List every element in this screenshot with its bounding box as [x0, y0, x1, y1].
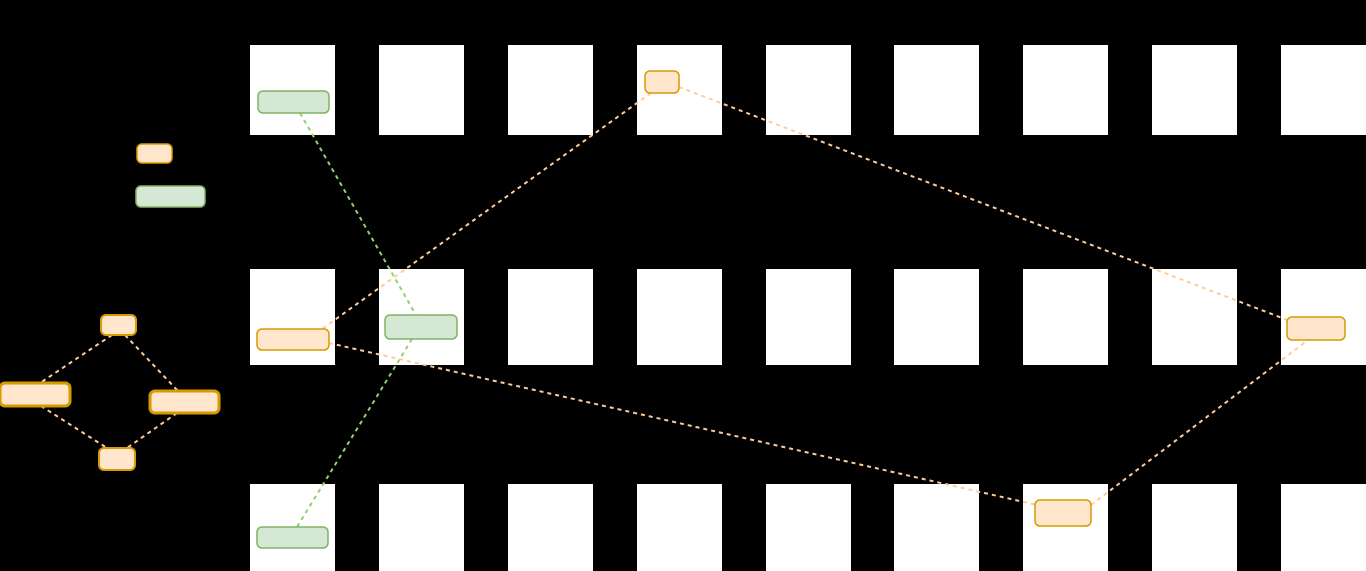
page-row1-col5 — [766, 45, 851, 135]
snippet-mid-green — [384, 314, 458, 340]
page-row3-col9 — [1281, 484, 1366, 571]
page-row2-col7 — [1023, 269, 1108, 365]
snippet-top-green — [257, 90, 330, 114]
link-green-top-to-mid — [299, 112, 417, 316]
link-orange-top-to-mid-left — [321, 92, 652, 330]
legend-green-swatch — [135, 185, 206, 208]
graph-node-top — [100, 314, 137, 336]
snippet-mid-left-orange — [256, 328, 330, 351]
graph-node-bottom — [98, 447, 136, 471]
page-row1-col3 — [508, 45, 593, 135]
link-orange-top-to-mid-right — [678, 86, 1291, 322]
page-row2-col5 — [766, 269, 851, 365]
page-row3-col2 — [379, 484, 464, 571]
graph-edge-top-right — [124, 334, 179, 392]
graph-edge-right-bottom — [126, 412, 178, 449]
page-row1-col8 — [1152, 45, 1237, 135]
page-row2-col6 — [894, 269, 979, 365]
page-row2-col3 — [508, 269, 593, 365]
page-row1-col1 — [250, 45, 335, 135]
page-row3-col5 — [766, 484, 851, 571]
snippet-mid-right-orange — [1286, 316, 1346, 341]
page-row1-col2 — [379, 45, 464, 135]
link-orange-mid-left-to-bottom — [328, 342, 1038, 506]
page-row3-col6 — [894, 484, 979, 571]
page-row3-col4 — [637, 484, 722, 571]
snippet-bottom-orange — [1034, 499, 1092, 527]
snippet-bottom-green — [256, 526, 329, 549]
graph-edge-top-left — [39, 334, 113, 384]
page-row3-col3 — [508, 484, 593, 571]
snippet-top-orange — [644, 70, 680, 94]
link-orange-bottom-to-mid-right — [1090, 339, 1309, 506]
page-row3-col8 — [1152, 484, 1237, 571]
page-row3-col7 — [1023, 484, 1108, 571]
graph-node-left — [0, 381, 72, 408]
page-row1-col9 — [1281, 45, 1366, 135]
graph-node-right — [148, 389, 221, 415]
page-row2-col4 — [637, 269, 722, 365]
page-row1-col6 — [894, 45, 979, 135]
page-row2-col8 — [1152, 269, 1237, 365]
graph-edge-left-bottom — [40, 405, 108, 449]
legend-orange-swatch — [136, 143, 173, 164]
page-row1-col7 — [1023, 45, 1108, 135]
